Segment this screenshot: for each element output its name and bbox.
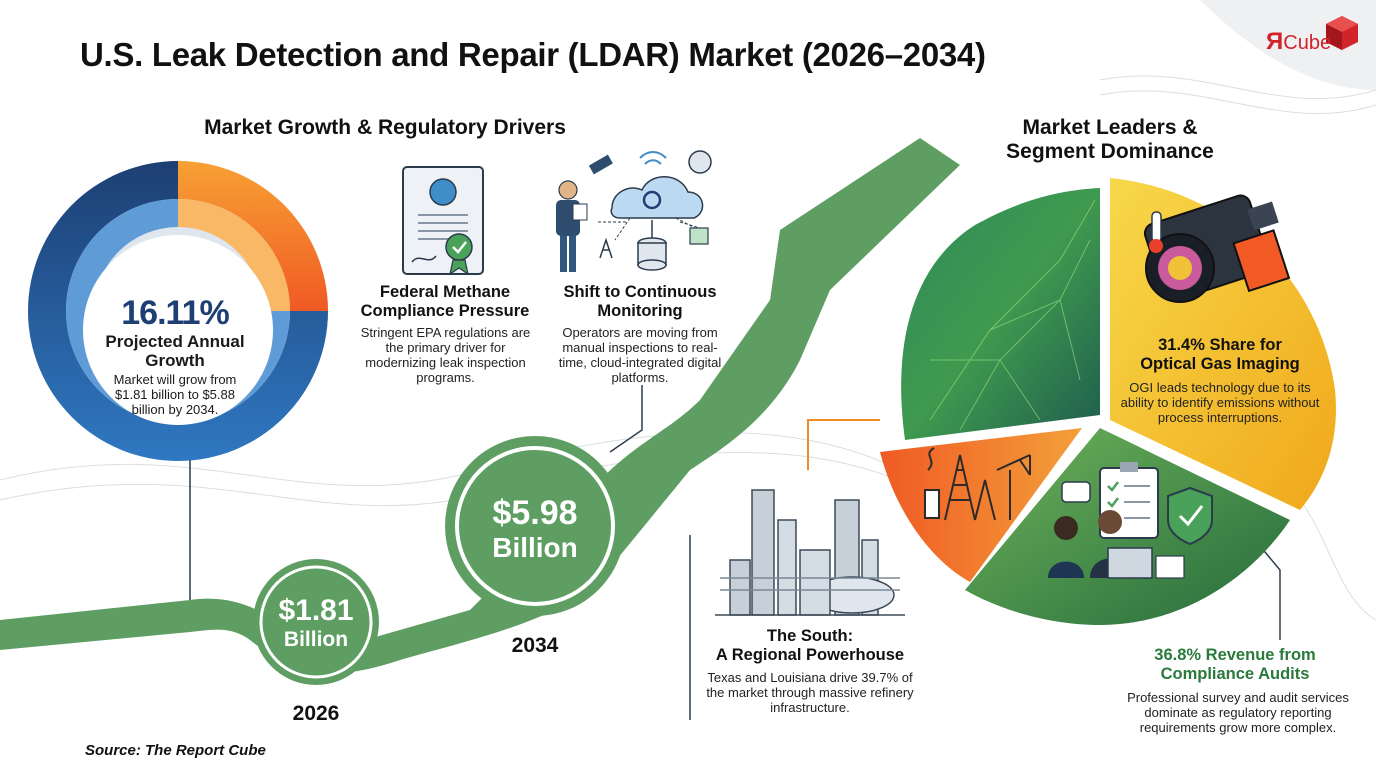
end-year: 2034 (511, 634, 559, 657)
page-title: U.S. Leak Detection and Repair (LDAR) Ma… (80, 36, 986, 73)
cube-icon (1326, 16, 1358, 50)
logo-text: Cube (1283, 32, 1332, 54)
growth-section-heading: Market Growth & Regulatory Drivers (204, 116, 566, 139)
segment-body-ogi: OGI leads technology due to its ability … (1120, 380, 1320, 425)
bubble-2026 (253, 559, 379, 685)
growth-donut (28, 161, 328, 600)
pie-slice-other (901, 188, 1100, 440)
end-value: $5.98 (492, 494, 578, 532)
oil-rig-icon (924, 447, 1031, 521)
certificate-icon (402, 166, 484, 276)
region-title-line1: The South: (766, 627, 854, 645)
driver-title-methane: Federal Methane Compliance Pressure (360, 283, 530, 320)
driver-body-monitoring: Operators are moving from manual inspect… (558, 325, 722, 385)
start-unit: Billion (283, 628, 349, 651)
audit-team-icon (1048, 462, 1213, 579)
segment-title-ogi: 31.4% Share for Optical Gas Imaging (1140, 336, 1300, 373)
region-title-line2: A Regional Powerhouse (715, 646, 905, 664)
leaders-heading-line1: Market Leaders & (1022, 116, 1198, 139)
start-year: 2026 (292, 702, 340, 725)
segment-title-audits: 36.8% Revenue from Compliance Audits (1154, 646, 1316, 683)
refinery-icon (715, 489, 905, 616)
logo-mark: Я (1266, 28, 1284, 55)
cloud-network-icon (556, 150, 712, 272)
driver-title-monitoring: Shift to Continuous Monitoring (563, 283, 717, 320)
end-unit: Billion (492, 532, 578, 563)
leaders-heading-line2: Segment Dominance (1006, 140, 1214, 163)
start-value: $1.81 (278, 594, 354, 627)
region-body: Texas and Louisiana drive 39.7% of the m… (706, 670, 914, 715)
segment-body-audits: Professional survey and audit services d… (1127, 690, 1349, 735)
driver-body-methane: Stringent EPA regulations are the primar… (360, 325, 531, 385)
growth-percent: 16.11% (121, 294, 229, 332)
source-note: Source: The Report Cube (85, 742, 266, 759)
brand-logo: ЯCube (1262, 16, 1362, 64)
growth-description: Market will grow from $1.81 billion to $… (113, 372, 237, 417)
growth-label: Projected Annual Growth (105, 332, 245, 370)
growth-ribbon (0, 138, 960, 674)
thermal-camera-icon (1143, 194, 1291, 303)
bubble-2034 (445, 436, 625, 616)
